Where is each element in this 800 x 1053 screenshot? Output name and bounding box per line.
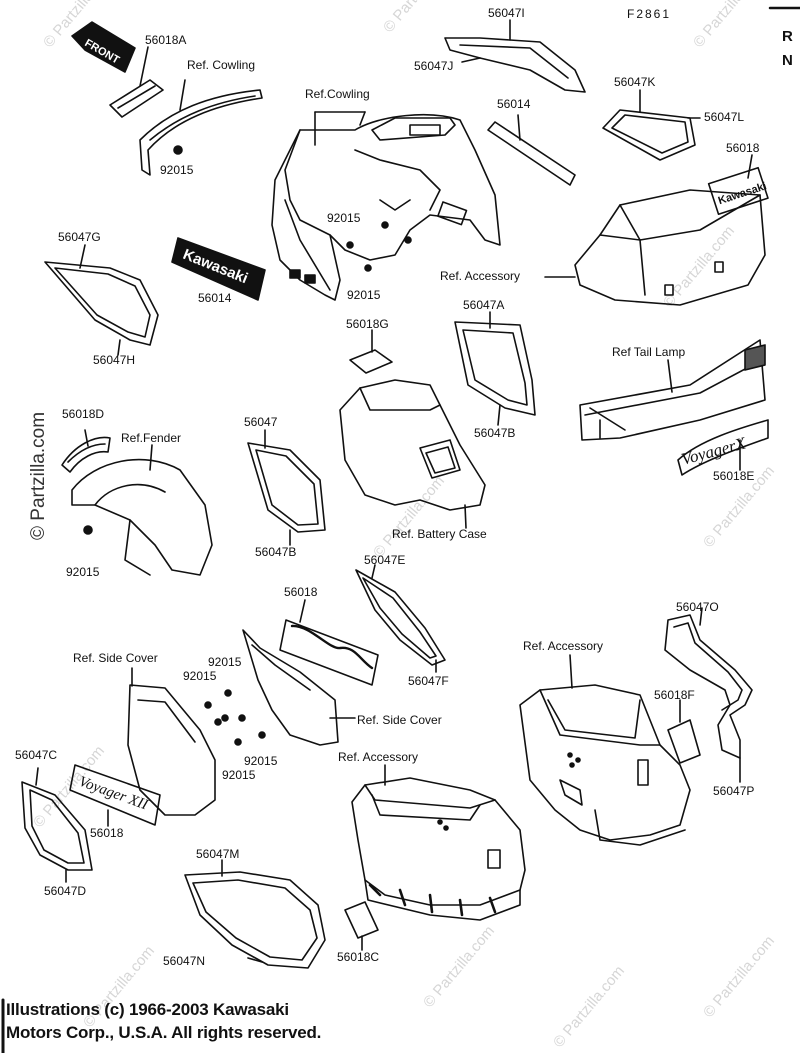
label-56047H: 56047H: [93, 353, 136, 367]
label-92015: 92015: [327, 211, 361, 225]
part-56014-top: [487, 114, 576, 186]
label-56047M: 56047M: [196, 847, 240, 861]
front-arrow-tag: FRONT: [71, 21, 136, 73]
part-56047G: [44, 244, 159, 356]
diagram-id: F2861: [627, 7, 672, 21]
side-cover-left: [127, 667, 216, 816]
part-56018-mid: [279, 599, 379, 686]
corner-letter: R: [782, 28, 793, 45]
label-56047E: 56047E: [364, 553, 406, 567]
voyager-x-emblem: VoyagerX: [677, 419, 769, 476]
label-92015: 92015: [208, 655, 242, 669]
label-92015: 92015: [347, 288, 381, 302]
label-56047: 56047: [244, 415, 278, 429]
corner-letter: N: [782, 52, 793, 69]
label-92015: 92015: [66, 565, 100, 579]
part-56047C-D: [21, 767, 93, 883]
label-ref-accessory-2: Ref. Accessory: [523, 639, 604, 653]
label-56047K: 56047K: [614, 75, 656, 89]
main-cowling: [271, 111, 501, 301]
label-56047F: 56047F: [408, 674, 449, 688]
battery-case: [339, 379, 486, 529]
trunk-accessory: [544, 189, 766, 306]
label-ref-side-cover-2: Ref. Side Cover: [357, 713, 442, 727]
side-cover-right: [204, 629, 356, 746]
label-56018A: 56018A: [145, 33, 187, 47]
label-56047A: 56047A: [463, 298, 505, 312]
part-56047A: [454, 311, 536, 426]
part-56047K-L: [602, 89, 701, 161]
front-fender: [61, 429, 213, 576]
label-ref-battery-case: Ref. Battery Case: [392, 527, 487, 541]
part-56047E-F: [355, 564, 446, 673]
label-56018F: 56018F: [654, 688, 695, 702]
label-56014-top: 56014: [497, 97, 531, 111]
part-56018F: [667, 699, 701, 764]
label-56018C: 56018C: [337, 950, 380, 964]
label-56047D: 56047D: [44, 884, 87, 898]
label-ref-cowling-2: Ref.Cowling: [305, 87, 370, 101]
part-56018G: [349, 329, 393, 374]
copyright-line-1: Illustrations (c) 1966-2003 Kawasaki: [6, 1000, 289, 1019]
label-ref-tail-lamp: Ref Tail Lamp: [612, 345, 686, 359]
copyright-line-2: Motors Corp., U.S.A. All rights reserved…: [6, 1023, 322, 1042]
label-56047C: 56047C: [15, 748, 58, 762]
label-ref-accessory-3: Ref. Accessory: [338, 750, 419, 764]
part-56018C: [344, 901, 379, 951]
part-56018A: [109, 46, 164, 118]
label-56047N: 56047N: [163, 954, 206, 968]
tail-lamp: [579, 339, 766, 441]
kawasaki-emblem-right: Kawasaki: [707, 154, 769, 216]
label-56047J: 56047J: [414, 59, 454, 73]
saddlebag-left: [351, 764, 526, 921]
label-56018D: 56018D: [62, 407, 105, 421]
label-92015: 92015: [222, 768, 256, 782]
label-56018E: 56018E: [713, 469, 755, 483]
label-ref-accessory-1: Ref. Accessory: [440, 269, 521, 283]
cowling-strip: [139, 79, 263, 176]
part-56047: [247, 429, 326, 546]
label-56047B: 56047B: [474, 426, 516, 440]
saddlebag-right: [519, 654, 691, 846]
label-56018-top: 56018: [726, 141, 760, 155]
label-56047B: 56047B: [255, 545, 297, 559]
part-56047O-P: [664, 607, 753, 783]
label-92015: 92015: [244, 754, 278, 768]
label-56047P: 56047P: [713, 784, 755, 798]
label-56047L: 56047L: [704, 110, 745, 124]
label-92015: 92015: [183, 669, 217, 683]
label-92015: 92015: [160, 163, 194, 177]
label-56047G: 56047G: [58, 230, 101, 244]
label-56018G: 56018G: [346, 317, 389, 331]
part-56047M-N: [184, 859, 326, 969]
label-56047O: 56047O: [676, 600, 719, 614]
label-56018-mid: 56018: [284, 585, 318, 599]
part-56047I-J: [444, 19, 586, 93]
label-ref-cowling-1: Ref. Cowling: [187, 58, 256, 72]
label-ref-fender: Ref.Fender: [121, 431, 182, 445]
label-56014-mid: 56014: [198, 291, 232, 305]
label-56047I: 56047I: [488, 6, 525, 20]
label-56018-low: 56018: [90, 826, 124, 840]
label-ref-side-cover-1: Ref. Side Cover: [73, 651, 158, 665]
